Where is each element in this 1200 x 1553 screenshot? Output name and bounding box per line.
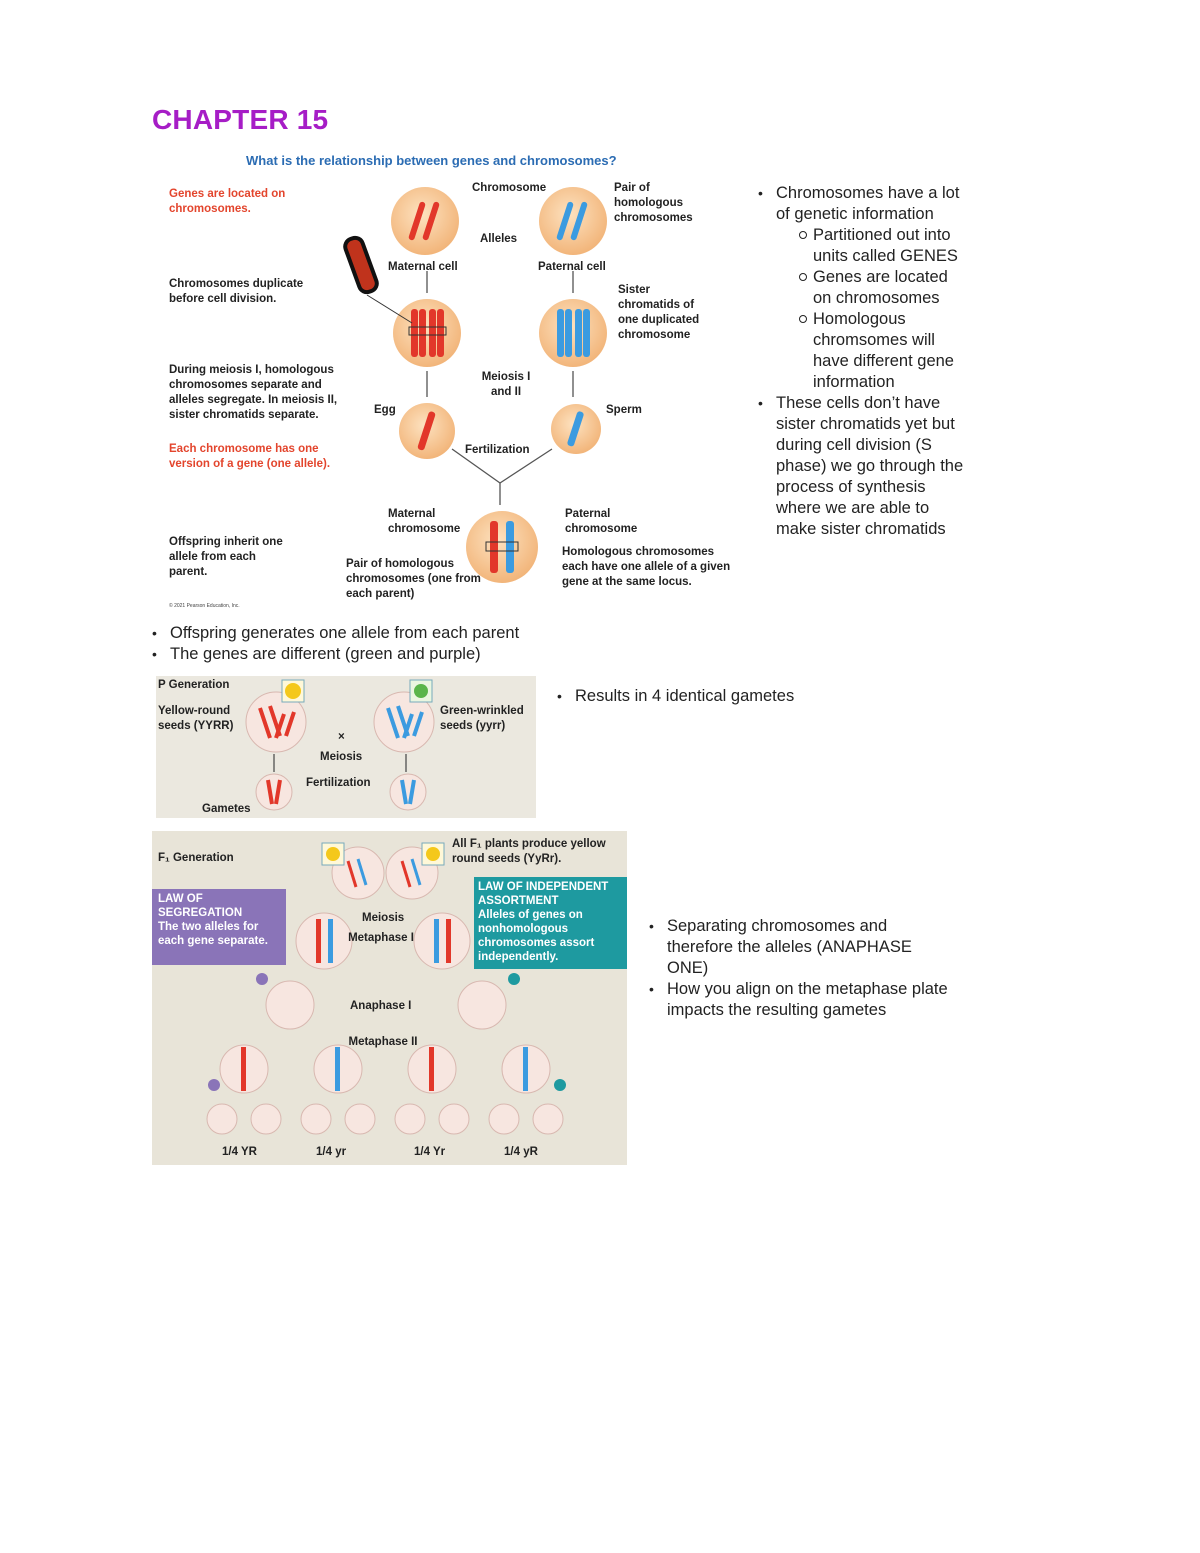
gamete-cell: [206, 1103, 238, 1135]
label-fertilization: Fertilization: [306, 777, 371, 789]
note-item: Chromosomes have a lot of genetic inform…: [758, 183, 968, 393]
label-maternal-chromosome: Maternal chromosome: [388, 508, 461, 535]
p-generation-diagram: [245, 679, 435, 811]
yellow-seed-icon: [285, 683, 301, 699]
label-meiosis: Meiosis: [362, 912, 405, 924]
figure-genes-chromosomes: What is the relationship between genes a…: [152, 145, 742, 615]
label-egg: Egg: [374, 404, 396, 416]
metaphase1-cell-left: [295, 912, 353, 970]
label-alleles: Alleles: [480, 233, 518, 245]
caption-offspring: Offspring inherit one allele from each p…: [169, 536, 283, 578]
note-item: Results in 4 identical gametes: [557, 686, 857, 707]
note-item: How you align on the metaphase plate imp…: [649, 979, 949, 1021]
label-p-generation: P Generation: [158, 679, 230, 691]
law-independent-body: Alleles of genes on nonhomologous chromo…: [478, 909, 595, 963]
note-subitem: Genes are located on chromosomes: [798, 267, 968, 309]
chromosome-diagram: [343, 187, 607, 583]
copyright: © 2021 Pearson Education, Inc.: [169, 603, 240, 609]
note-item: These cells don’t have sister chromatids…: [758, 393, 968, 540]
anaphase1-cell-left: [265, 980, 315, 1030]
f1-generation-diagram: [206, 842, 566, 1135]
gamete-cell: [438, 1103, 470, 1135]
step-2-marker: [208, 1079, 220, 1091]
label-maternal-cell: Maternal cell: [388, 261, 458, 273]
label-pair-one-each: Pair of homologous chromosomes (one from…: [346, 558, 481, 600]
law-segregation-title: LAW OF SEGREGATION: [158, 893, 243, 919]
label-cross: ×: [338, 731, 345, 743]
gamete-cell: [250, 1103, 282, 1135]
maternal-duplicated-cell: [393, 299, 461, 367]
label-meiosis: Meiosis I and II: [481, 371, 531, 398]
note-item: The genes are different (green and purpl…: [152, 644, 652, 665]
metaphase1-cell-right: [413, 912, 471, 970]
label-paternal-cell: Paternal cell: [538, 261, 606, 273]
label-sperm: Sperm: [606, 404, 642, 416]
gamete-cell-yr-upper: [255, 773, 293, 811]
caption-genes-located: Genes are located on chromosomes.: [169, 188, 286, 215]
f1-cell-left: [331, 846, 385, 900]
paternal-duplicated-cell: [539, 299, 607, 367]
note-item: Offspring generates one allele from each…: [152, 623, 652, 644]
notes-anaphase: Separating chromosomes and therefore the…: [649, 916, 949, 1021]
law-segregation-box: LAW OF SEGREGATION The two alleles for e…: [152, 889, 286, 965]
note-subitem: Partitioned out into units called GENES: [798, 225, 968, 267]
label-yellow-round: Yellow-round seeds (YYRR): [158, 705, 234, 732]
gamete-cell: [488, 1103, 520, 1135]
label-chromosome: Chromosome: [472, 182, 547, 194]
law-independent-title: LAW OF INDEPENDENT ASSORTMENT: [478, 881, 609, 907]
label-meiosis: Meiosis: [320, 751, 363, 763]
note-item: Separating chromosomes and therefore the…: [649, 916, 949, 979]
figure-p-generation: P Generation Yellow-round seeds (YYRR) G…: [156, 676, 536, 818]
note-subitem: Homologous chromsomes will have differen…: [798, 309, 968, 393]
label-metaphase2: Metaphase II: [348, 1036, 418, 1048]
gamete-label-yr-4: 1/4 yR: [504, 1146, 538, 1158]
step-2-marker: [554, 1079, 566, 1091]
gamete-cell: [532, 1103, 564, 1135]
label-all-f1: All F₁ plants produce yellow round seeds…: [452, 838, 606, 865]
step-1-marker: [256, 973, 268, 985]
label-paternal-chromosome: Paternal chromosome: [565, 508, 638, 535]
gamete-label-yr-3: 1/4 Yr: [414, 1146, 446, 1158]
label-anaphase1: Anaphase I: [350, 1000, 412, 1012]
gamete-label-yr-2: 1/4 yr: [316, 1146, 347, 1158]
notes-gametes: Results in 4 identical gametes: [557, 686, 857, 707]
notes-offspring: Offspring generates one allele from each…: [152, 623, 652, 665]
figure-question: What is the relationship between genes a…: [246, 153, 617, 168]
figure-f1-generation: F₁ Generation All F₁ plants produce yell…: [152, 831, 627, 1165]
label-green-wrinkled: Green-wrinkled seeds (yyrr): [440, 705, 524, 732]
label-pair-homologous: Pair of homologous chromosomes: [614, 182, 693, 224]
caption-duplicate: Chromosomes duplicate before cell divisi…: [169, 278, 304, 305]
chapter-title: CHAPTER 15: [152, 104, 329, 135]
label-sister-chromatids: Sister chromatids of one duplicated chro…: [618, 284, 700, 341]
law-independent-box: LAW OF INDEPENDENT ASSORTMENT Alleles of…: [474, 877, 627, 969]
gamete-label-yr-1: 1/4 YR: [222, 1146, 257, 1158]
gamete-cell: [394, 1103, 426, 1135]
green-seed-icon: [414, 684, 428, 698]
label-homologous-each: Homologous chromosomes each have one all…: [562, 546, 731, 588]
notes-chromosomes: Chromosomes have a lot of genetic inform…: [758, 183, 968, 540]
maternal-cell: [391, 187, 459, 255]
yellow-seed-icon: [326, 847, 340, 861]
paternal-cell: [539, 187, 607, 255]
caption-meiosis: During meiosis I, homologous chromosomes…: [169, 364, 338, 421]
label-f1-generation: F₁ Generation: [158, 852, 234, 864]
caption-one-allele: Each chromosome has one version of a gen…: [169, 443, 331, 470]
gamete-cell: [344, 1103, 376, 1135]
gamete-cell-yr-lower: [389, 773, 427, 811]
zygote-cell: [466, 511, 538, 583]
label-gametes: Gametes: [202, 803, 251, 815]
label-metaphase1: Metaphase I: [348, 932, 414, 944]
yellow-seed-icon: [426, 847, 440, 861]
step-1-marker: [508, 973, 520, 985]
law-segregation-body: The two alleles for each gene separate.: [158, 921, 268, 947]
label-fertilization: Fertilization: [465, 444, 530, 456]
gamete-cell: [300, 1103, 332, 1135]
anaphase1-cell-right: [457, 980, 507, 1030]
